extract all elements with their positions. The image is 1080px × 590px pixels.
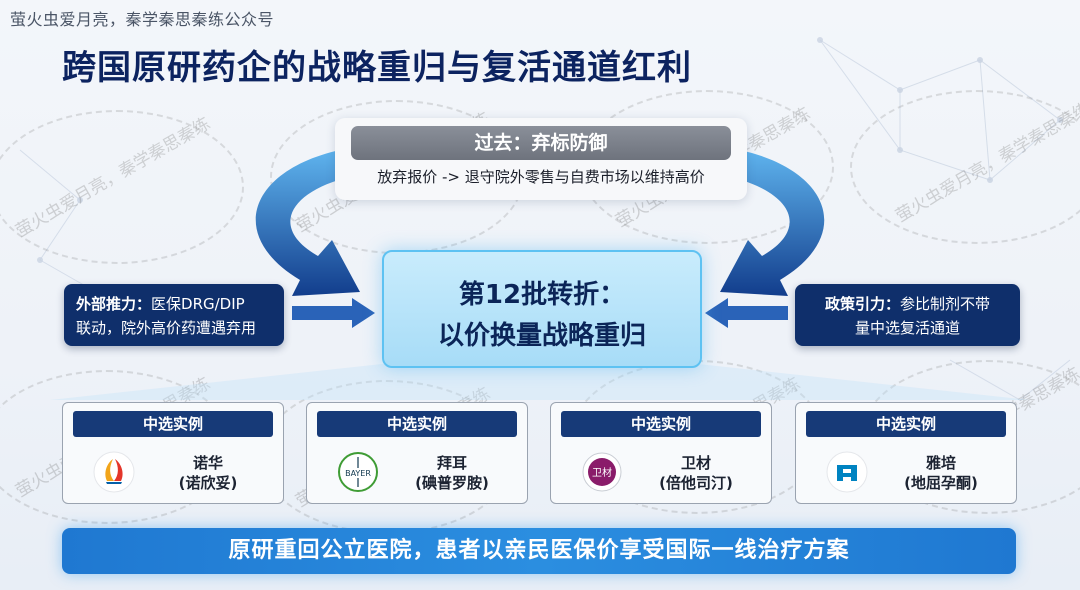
watermark-text: 萤火虫爱月亮，秦学秦思秦练 bbox=[12, 113, 214, 242]
right-straight-arrow bbox=[705, 298, 788, 328]
center-line-2: 以价换量战略重归 bbox=[437, 321, 646, 351]
case-badge: 中选实例 bbox=[806, 411, 1006, 437]
case-card-abbott: 中选实例 雅培 (地屈孕酮) bbox=[795, 402, 1017, 504]
case-company: 拜耳 bbox=[436, 454, 467, 472]
case-text: 雅培 (地屈孕酮) bbox=[876, 453, 1006, 493]
case-drug: (诺欣妥) bbox=[178, 474, 238, 492]
external-push-label: 外部推力： bbox=[76, 295, 152, 313]
policy-pull-text-2: 量中选复活通道 bbox=[854, 319, 960, 337]
case-drug: (碘普罗胺) bbox=[415, 474, 489, 492]
case-drug: (倍他司汀) bbox=[659, 474, 733, 492]
past-box: 过去：弃标防御 放弃报价 -> 退守院外零售与自费市场以维持高价 bbox=[335, 118, 747, 200]
watermark-top: 萤火虫爱月亮，秦学秦思秦练公众号 bbox=[10, 10, 275, 29]
center-turning-point-box: 第12批转折： 以价换量战略重归 bbox=[382, 250, 702, 368]
case-company: 诺华 bbox=[192, 454, 223, 472]
abbott-logo-icon bbox=[826, 451, 868, 493]
eisai-logo-text: 卫材 bbox=[592, 466, 612, 479]
case-drug: (地屈孕酮) bbox=[904, 474, 978, 492]
watermark-circle bbox=[850, 90, 1080, 244]
case-card-bayer: 中选实例 BAYER 拜耳 (碘普罗胺) bbox=[306, 402, 528, 504]
left-straight-arrow bbox=[292, 298, 375, 328]
case-badge: 中选实例 bbox=[317, 411, 517, 437]
past-heading: 过去：弃标防御 bbox=[351, 126, 731, 160]
external-push-text-2: 联动，院外高价药遭遇弃用 bbox=[76, 319, 257, 337]
case-card-eisai: 中选实例 卫材 卫材 (倍他司汀) bbox=[550, 402, 772, 504]
policy-pull-label: 政策引力： bbox=[824, 295, 900, 313]
external-push-box: 外部推力：医保DRG/DIP 联动，院外高价药遭遇弃用 bbox=[64, 284, 284, 346]
case-text: 诺华 (诺欣妥) bbox=[143, 453, 273, 493]
policy-pull-text-1: 参比制剂不带 bbox=[900, 295, 991, 313]
case-badge: 中选实例 bbox=[73, 411, 273, 437]
center-line-1: 第12批转折： bbox=[458, 280, 626, 310]
watermark-circle bbox=[0, 110, 244, 264]
case-card-novartis: 中选实例 诺华 (诺欣妥) bbox=[62, 402, 284, 504]
watermark-text: 萤火虫爱月亮，秦学秦思秦练 bbox=[892, 98, 1080, 227]
center-glow-fan bbox=[50, 364, 1030, 400]
conclusion-banner: 原研重回公立医院，患者以亲民医保价享受国际一线治疗方案 bbox=[62, 528, 1016, 574]
novartis-logo-icon bbox=[93, 451, 135, 493]
policy-pull-box: 政策引力：参比制剂不带 量中选复活通道 bbox=[795, 284, 1020, 346]
case-text: 卫材 (倍他司汀) bbox=[631, 453, 761, 493]
eisai-logo-icon: 卫材 bbox=[582, 452, 622, 492]
page-title: 跨国原研药企的战略重归与复活通道红利 bbox=[62, 48, 692, 88]
case-company: 雅培 bbox=[925, 454, 956, 472]
case-company: 卫材 bbox=[680, 454, 711, 472]
past-description: 放弃报价 -> 退守院外零售与自费市场以维持高价 bbox=[377, 168, 705, 186]
bayer-logo-text: BAYER bbox=[345, 469, 371, 478]
bayer-logo-icon: BAYER bbox=[338, 452, 378, 492]
external-push-text-1: 医保DRG/DIP bbox=[151, 295, 245, 313]
case-text: 拜耳 (碘普罗胺) bbox=[387, 453, 517, 493]
case-badge: 中选实例 bbox=[561, 411, 761, 437]
